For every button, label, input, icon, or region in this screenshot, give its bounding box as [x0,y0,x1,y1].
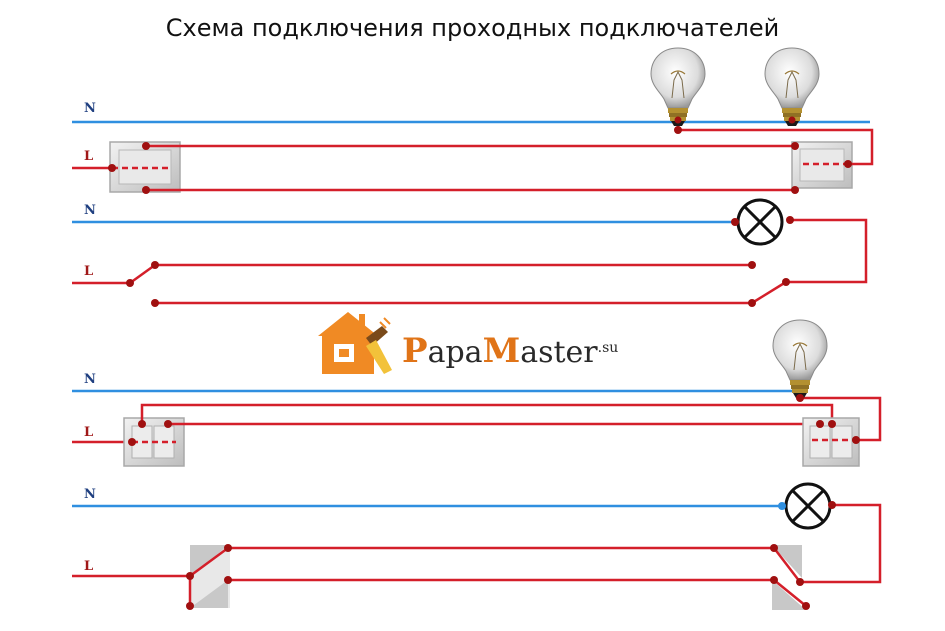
lightbulb-icon [772,319,828,399]
scheme-2-schematic: N L [72,482,882,610]
lamp-symbol-icon [736,198,784,246]
pass-switch-left [109,141,181,193]
double-pass-switch-right [802,417,860,467]
scheme-1-pictorial: N L [72,47,874,194]
line-label: L [84,149,93,164]
pass-switch-right [791,141,853,189]
line-label: L [84,264,93,279]
neutral-label: N [84,101,96,116]
neutral-label: N [84,487,96,502]
lightbulb-icon [650,47,706,127]
logo-text-apa: apa [428,335,483,370]
double-pass-switch-left [123,417,185,467]
logo-suffix: .su [598,340,619,356]
scheme-1-schematic: N L [72,198,868,307]
neutral-label: N [84,203,96,218]
scheme-2-pictorial: N L [72,319,882,467]
svg-text:PapaMaster.su: PapaMaster.su [402,331,618,371]
line-label: L [84,425,93,440]
logo-letter-m: M [483,331,521,371]
cross-switch-left [190,545,230,608]
lightbulb-icon [764,47,820,127]
line-label: L [84,559,93,574]
diagram-title: Схема подключения проходных подключателе… [165,14,780,42]
neutral-label: N [84,372,96,387]
logo-text-aster: aster [520,335,598,370]
lamp-symbol-icon [784,482,832,530]
papamaster-logo: PapaMaster.su [318,312,618,374]
house-brush-icon [318,312,392,374]
logo-letter-p: P [402,331,428,371]
